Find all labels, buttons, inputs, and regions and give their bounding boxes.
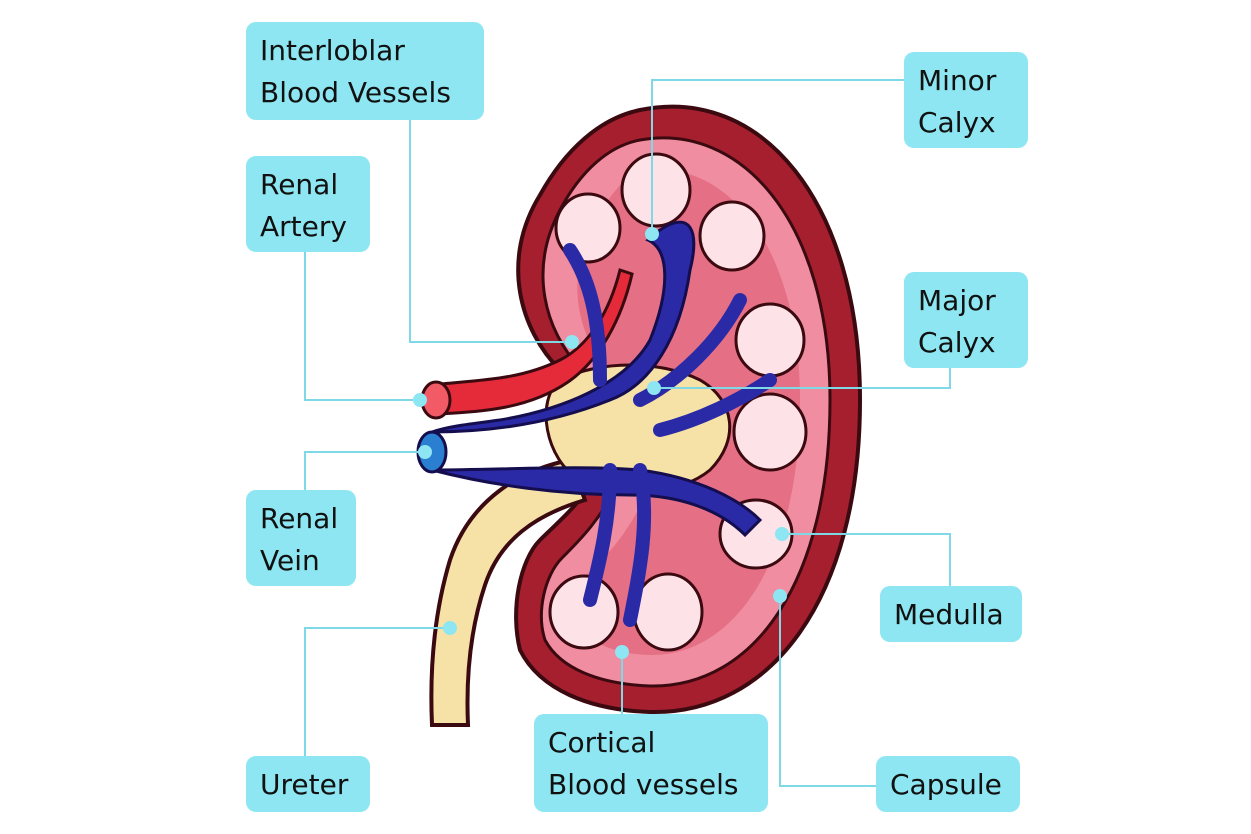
leader-lines: [304, 79, 951, 787]
label-line: Blood Vessels: [260, 76, 451, 109]
label-line: Capsule: [890, 768, 1002, 801]
pyramid: [698, 200, 766, 272]
label-line: Major: [918, 284, 996, 317]
renal-vein-vessel: [431, 220, 763, 538]
leader-major-calyx-dot: [647, 381, 661, 395]
leader-ureter-dot: [443, 621, 457, 635]
label-line: Cortical: [548, 726, 656, 759]
label-line: Blood vessels: [548, 768, 739, 801]
label-line: Vein: [260, 544, 320, 577]
leader-cortical-dot: [615, 645, 629, 659]
label-cortical-blood-vessels: Cortical Blood vessels: [534, 714, 768, 812]
label-medulla: Medulla: [880, 586, 1022, 642]
leader-renal-vein: [304, 451, 425, 490]
pyramid: [734, 302, 806, 378]
label-line: Artery: [260, 210, 347, 243]
leader-dots: [413, 227, 789, 659]
label-line: Interloblar: [260, 34, 405, 67]
label-line: Medulla: [894, 598, 1004, 631]
leader-minor-calyx: [651, 79, 904, 234]
leader-major-calyx: [654, 368, 951, 389]
label-renal-vein: Renal Vein: [246, 490, 356, 586]
leader-minor-calyx-dot: [645, 227, 659, 241]
leader-capsule: [779, 596, 876, 787]
label-minor-calyx: Minor Calyx: [904, 52, 1028, 148]
label-interlobular-blood-vessels: Interloblar Blood Vessels: [246, 22, 484, 120]
label-line: Renal: [260, 502, 339, 535]
pyramid: [620, 152, 692, 228]
leader-interlobular-dot: [565, 335, 579, 349]
leader-medulla-dot: [775, 527, 789, 541]
label-line: Renal: [260, 168, 339, 201]
pyramid: [732, 392, 808, 472]
leader-renal-vein-dot: [418, 445, 432, 459]
label-line: Calyx: [918, 106, 996, 139]
leader-capsule-dot: [773, 589, 787, 603]
leader-medulla: [782, 533, 951, 586]
leader-ureter: [304, 627, 450, 756]
leader-renal-artery: [304, 252, 420, 401]
pyramid: [548, 574, 620, 650]
label-line: Ureter: [260, 768, 349, 801]
label-ureter: Ureter: [246, 756, 370, 812]
pyramid: [632, 572, 704, 652]
label-major-calyx: Major Calyx: [904, 272, 1028, 368]
label-capsule: Capsule: [876, 756, 1020, 812]
label-renal-artery: Renal Artery: [246, 156, 370, 252]
leader-interlobular: [409, 120, 572, 343]
ureter-tube: [429, 457, 588, 727]
leader-renal-artery-dot: [413, 393, 427, 407]
label-line: Minor: [918, 64, 997, 97]
vein-branches: [563, 243, 777, 627]
label-line: Calyx: [918, 326, 996, 359]
